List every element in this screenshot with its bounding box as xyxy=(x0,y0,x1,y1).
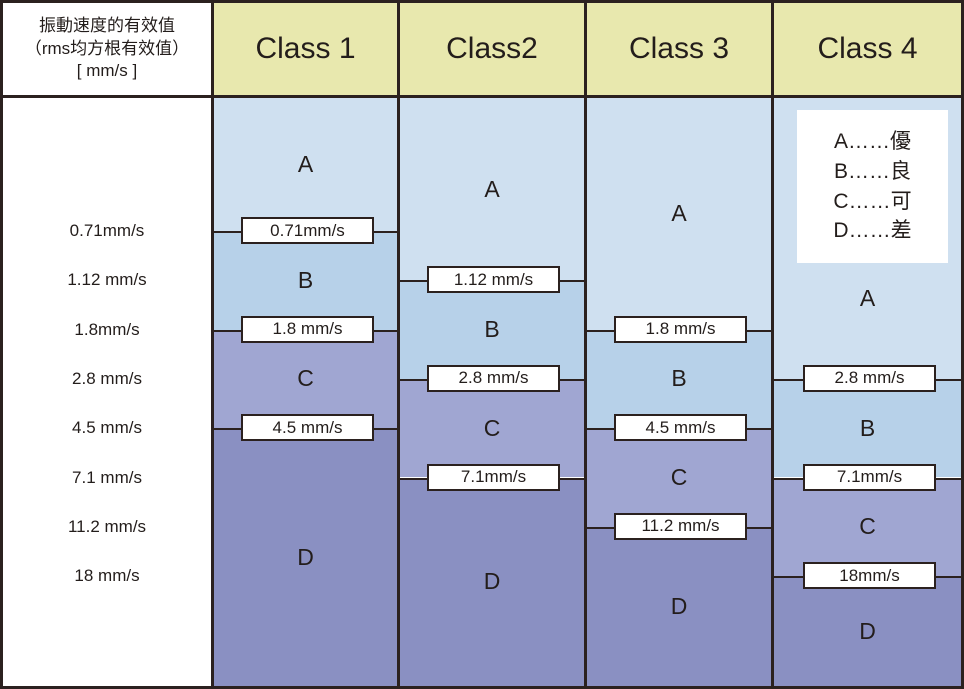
zone-band-d: D xyxy=(587,526,771,686)
class-column-2: A B C D 1.12 mm/s 2.8 mm/s 7.1mm/s xyxy=(397,98,587,686)
zone-band-label: A xyxy=(484,175,500,202)
boundary-value-box: 18mm/s xyxy=(803,562,936,590)
axis-tick-label: 0.71mm/s xyxy=(3,216,211,246)
axis-title-line-2: （rms均方根有效值） xyxy=(24,38,190,58)
legend-item-c: C……可 xyxy=(833,189,912,213)
axis-tick-label-text: 11.2 mm/s xyxy=(60,516,154,536)
zone-band-label: B xyxy=(297,266,314,293)
axis-tick-label-text: 2.8 mm/s xyxy=(65,368,149,388)
zone-band-a: A xyxy=(587,98,771,330)
axis-tick-label-text: 1.12 mm/s xyxy=(60,270,154,290)
legend-item-a: A……優 xyxy=(833,129,911,153)
axis-tick-label: 7.1 mm/s xyxy=(3,462,211,493)
axis-tick-label-text: 7.1 mm/s xyxy=(65,467,149,487)
zone-band-label: B xyxy=(671,365,687,392)
zone-band-label: A xyxy=(859,284,876,311)
axis-tick-label-text: 4.5 mm/s xyxy=(65,418,149,438)
boundary-value-box: 1.8 mm/s xyxy=(241,315,374,343)
zone-band-c: C xyxy=(587,428,771,527)
class-column-1: A B C D 0.71mm/s 1.8 mm/s 4.5 mm/s xyxy=(211,98,400,686)
boundary-value-box: 2.8 mm/s xyxy=(803,364,936,392)
zone-band-b: B xyxy=(214,231,397,330)
zone-band-label: C xyxy=(483,414,501,441)
boundary-value-box: 7.1mm/s xyxy=(803,463,936,491)
axis-tick-label-text: 1.8mm/s xyxy=(67,319,147,339)
axis-tick-label-text: 18 mm/s xyxy=(67,566,147,586)
boundary-value-box: 4.5 mm/s xyxy=(241,414,374,442)
zone-band-c: C xyxy=(400,378,584,478)
zone-band-label: D xyxy=(859,617,876,644)
zone-band-label: C xyxy=(670,463,688,490)
axis-title-line-3: [ mm/s ] xyxy=(76,61,138,81)
zone-band-d: D xyxy=(400,477,584,686)
zone-band-d: D xyxy=(214,428,397,686)
boundary-value-box: 0.71mm/s xyxy=(241,217,374,244)
zone-band-b: B xyxy=(774,378,961,478)
zone-legend: A……優 B……良 C……可 D……差 xyxy=(797,110,948,263)
zone-band-c: C xyxy=(774,477,961,577)
boundary-value-box: 2.8 mm/s xyxy=(427,364,560,392)
zone-band-label: D xyxy=(483,568,501,595)
axis-tick-label: 2.8 mm/s xyxy=(3,363,211,394)
axis-tick-label: 11.2 mm/s xyxy=(3,511,211,542)
zone-band-b: B xyxy=(587,329,771,429)
class-header-3: Class 3 xyxy=(584,3,771,98)
zone-band-label: D xyxy=(670,592,688,619)
zone-band-c: C xyxy=(214,329,397,429)
boundary-value-box: 11.2 mm/s xyxy=(614,512,747,540)
axis-tick-label: 18 mm/s xyxy=(3,561,211,592)
class-column-3: A B C D 1.8 mm/s 4.5 mm/s 11.2 mm/s xyxy=(584,98,774,686)
axis-tick-label: 1.8mm/s xyxy=(3,314,211,345)
zone-band-d: D xyxy=(774,576,961,686)
zone-band-label: C xyxy=(859,513,876,540)
legend-item-b: B……良 xyxy=(833,159,911,183)
boundary-value-box: 1.8 mm/s xyxy=(614,315,747,343)
zone-band-label: A xyxy=(671,200,687,227)
legend-item-d: D……差 xyxy=(833,219,912,243)
axis-tick-label: 4.5 mm/s xyxy=(3,413,211,444)
boundary-value-box: 1.12 mm/s xyxy=(427,266,560,294)
class-header-1: Class 1 xyxy=(211,3,397,98)
boundary-value-box: 4.5 mm/s xyxy=(614,414,747,442)
axis-title-line-1: 振動速度的有效值 xyxy=(39,15,175,35)
zone-band-label: C xyxy=(297,365,314,392)
zone-band-b: B xyxy=(400,280,584,379)
zone-band-label: A xyxy=(297,151,314,177)
class-header-4: Class 4 xyxy=(771,3,961,98)
boundary-value-box: 7.1mm/s xyxy=(427,463,560,491)
zone-band-a: A xyxy=(400,98,584,281)
axis-header-cell: 振動速度的有效值 （rms均方根有效值） [ mm/s ] xyxy=(3,3,211,98)
class-header-2: Class2 xyxy=(397,3,584,98)
zone-band-label: D xyxy=(297,543,314,570)
zone-band-label: B xyxy=(859,414,876,441)
axis-scale-column: 0.71mm/s 1.12 mm/s 1.8mm/s 2.8 mm/s 4.5 mm/s… xyxy=(3,98,211,686)
axis-tick-label-text: 0.71mm/s xyxy=(62,221,152,240)
chart-body: 0.71mm/s 1.12 mm/s 1.8mm/s 2.8 mm/s 4.5 mm/s… xyxy=(3,98,961,686)
zone-band-label: B xyxy=(484,316,500,343)
axis-tick-label: 1.12 mm/s xyxy=(3,265,211,296)
zone-band-a: A xyxy=(214,98,397,231)
